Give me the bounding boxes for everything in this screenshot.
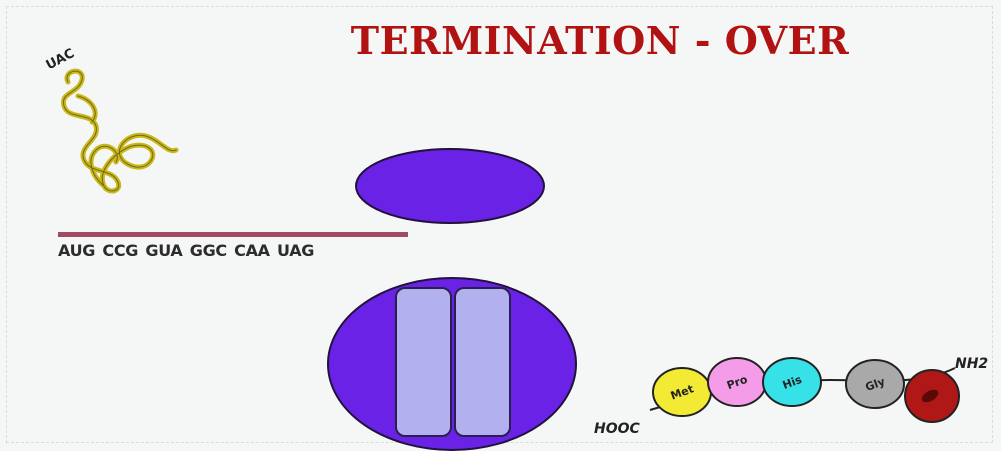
ribosome-a-site: [455, 288, 510, 436]
amino-acid-pro: Pro: [708, 358, 766, 406]
polypeptide-chain: Met Pro His Gly HOOC NH2: [594, 356, 988, 437]
ribosome-small-subunit: [356, 149, 544, 223]
amino-acid-met: Met: [653, 368, 711, 416]
mrna-strand: [58, 232, 408, 237]
ribosome-p-site: [396, 288, 451, 436]
trna-strand: [63, 71, 176, 191]
mrna-sequence: AUG CCG GUA GGC CAA UAG: [58, 241, 314, 260]
amino-acid-his: His: [763, 358, 821, 406]
amino-acid-gly: Gly: [846, 360, 904, 408]
peptide-n-terminus: NH2: [955, 356, 988, 372]
trna-molecule: UAC: [44, 46, 176, 191]
amino-acid-terminal: [905, 370, 959, 422]
trna-outline: [63, 71, 176, 191]
peptide-c-terminus: HOOC: [594, 421, 641, 437]
ribosome-large-subunit: [328, 278, 576, 450]
